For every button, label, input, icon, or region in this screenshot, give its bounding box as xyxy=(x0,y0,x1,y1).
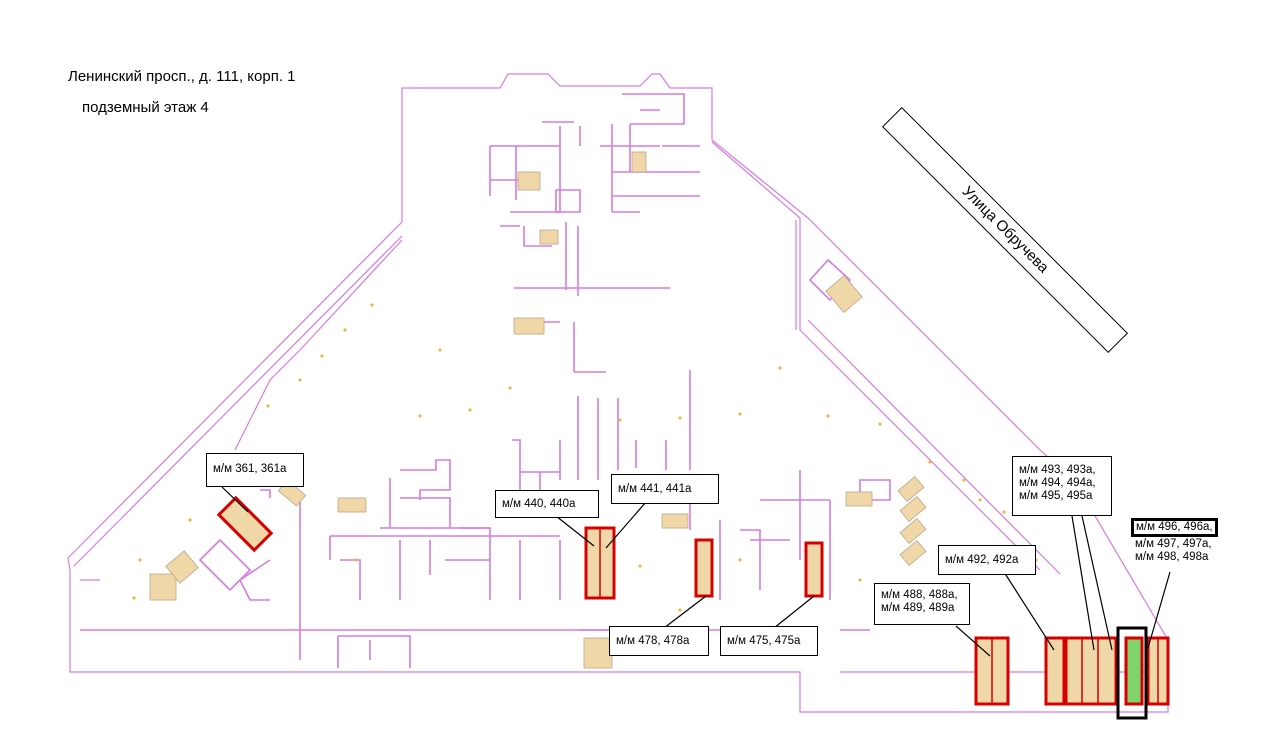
callout-492: м/м 492, 492а xyxy=(938,545,1036,575)
leader-lines xyxy=(221,486,1171,657)
callout-line: м/м 495, 495а xyxy=(1019,490,1093,502)
spot-dividers xyxy=(599,528,1159,704)
floor-subtitle: подземный этаж 4 xyxy=(82,99,209,116)
callout-line: м/м 498, 498а xyxy=(1135,551,1209,563)
callout-496-498: м/м 496, 496а, м/м 497, 497а, м/м 498, 4… xyxy=(1129,515,1231,571)
callout-line: м/м 475, 475а xyxy=(727,635,801,647)
callout-line: м/м 441, 441а xyxy=(618,483,692,495)
callout-493-495: м/м 493, 493а, м/м 494, 494а, м/м 495, 4… xyxy=(1012,456,1112,516)
callout-475: м/м 475, 475а xyxy=(720,626,818,656)
selected-spot-frame xyxy=(1116,626,1148,720)
callout-line-selected: м/м 496, 496а, xyxy=(1131,518,1218,537)
highlighted-spots xyxy=(216,495,1170,706)
address-title: Ленинский просп., д. 111, корп. 1 xyxy=(68,68,296,85)
callout-line: м/м 494, 494а, xyxy=(1019,477,1096,489)
callout-line: м/м 478, 478а xyxy=(616,635,690,647)
callout-478: м/м 478, 478а xyxy=(609,626,709,656)
callout-line: м/м 488, 488а, xyxy=(881,589,958,601)
callout-line: м/м 440, 440а xyxy=(502,498,576,510)
callout-line: м/м 492, 492а xyxy=(945,554,1019,566)
callout-line: м/м 497, 497а, xyxy=(1135,538,1212,550)
callout-488-489: м/м 488, 488а, м/м 489, 489а xyxy=(874,583,970,625)
callout-line: м/м 361, 361а xyxy=(213,463,287,475)
building-outline xyxy=(67,73,1169,713)
interior-walls xyxy=(80,93,891,668)
callout-441: м/м 441, 441а xyxy=(611,474,719,504)
callout-line: м/м 493, 493а, xyxy=(1019,464,1096,476)
selected-spot xyxy=(1124,636,1144,706)
callout-361: м/м 361, 361а xyxy=(206,453,304,487)
callout-440: м/м 440, 440а xyxy=(495,490,599,518)
callout-line: м/м 489, 489а xyxy=(881,602,955,614)
